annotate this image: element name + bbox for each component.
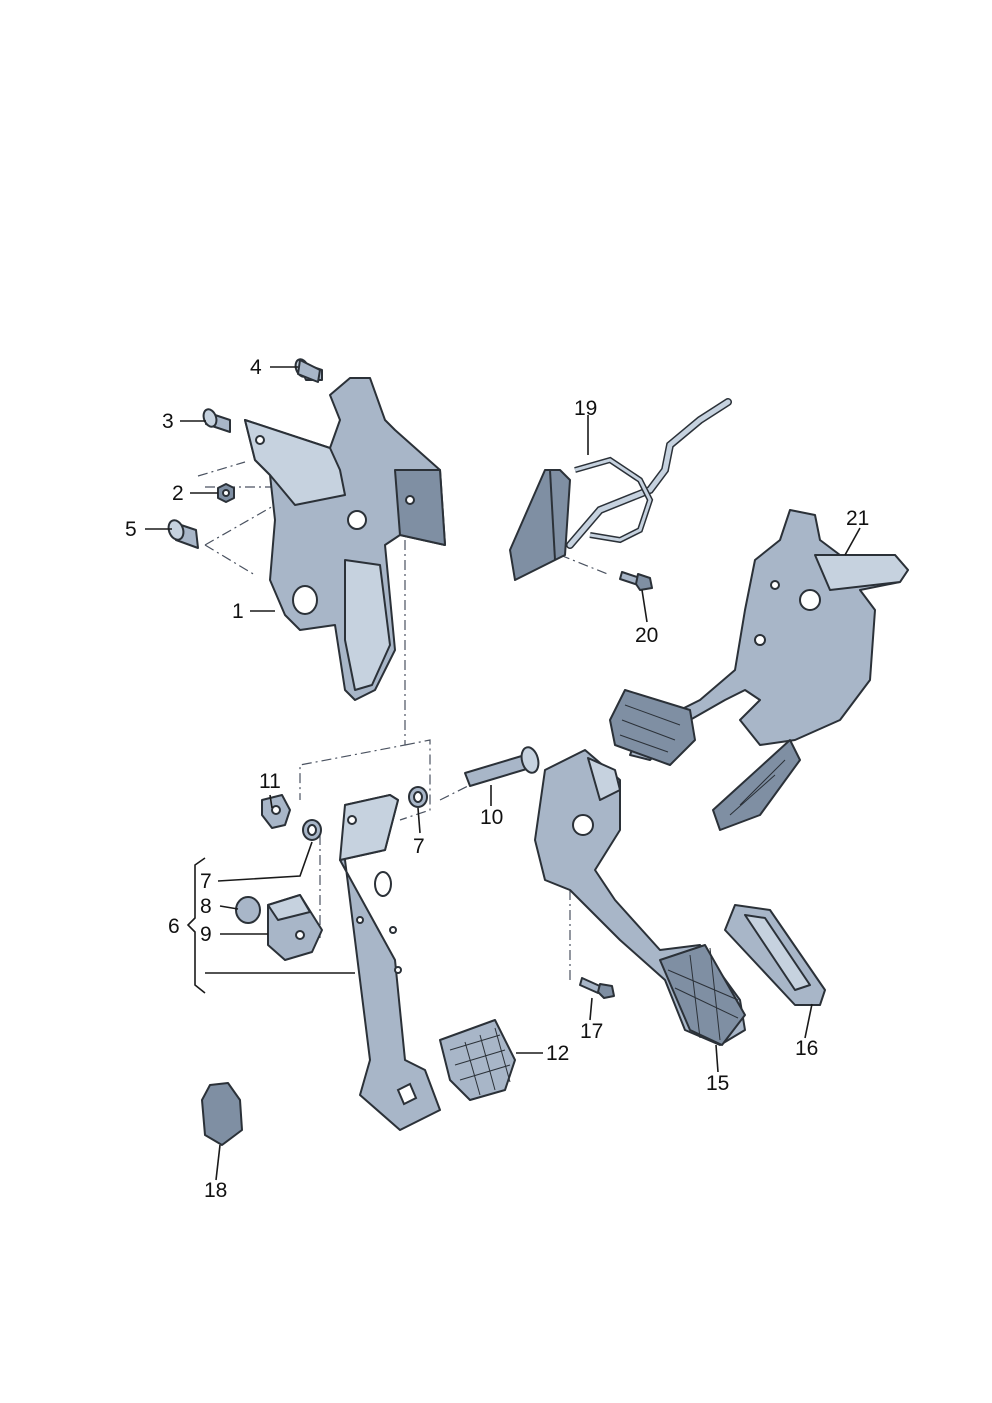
callout-17: 17 <box>580 1020 603 1043</box>
brake-pedal-icon[interactable] <box>534 749 746 1046</box>
callout-5: 5 <box>125 518 137 541</box>
switch-icon[interactable] <box>267 894 323 961</box>
pedal-cluster-icon[interactable] <box>609 509 909 831</box>
callout-20: 20 <box>635 624 658 647</box>
cap-icon[interactable] <box>235 896 261 924</box>
callout-10: 10 <box>480 806 503 829</box>
pedal-bracket-icon[interactable] <box>244 377 446 701</box>
callout-labels: 4 3 2 5 1 19 21 20 11 7 10 7 8 6 9 12 17… <box>125 356 869 1202</box>
bushing-icon[interactable] <box>408 786 428 808</box>
clip-icon[interactable] <box>261 794 291 829</box>
pin-icon[interactable] <box>464 745 541 787</box>
callout-7: 7 <box>200 870 212 893</box>
callout-1: 1 <box>232 600 244 623</box>
callout-11: 11 <box>259 770 281 793</box>
cap-icon[interactable] <box>201 1082 243 1146</box>
pedal-pad-icon[interactable] <box>439 1019 516 1101</box>
leader-lines <box>145 366 861 1181</box>
clutch-pedal-icon[interactable] <box>339 794 441 1131</box>
bushing-icon[interactable] <box>302 819 322 841</box>
bushing-icon[interactable] <box>293 357 323 383</box>
bolt-icon[interactable] <box>579 977 615 999</box>
callout-18: 18 <box>204 1179 227 1202</box>
callout-16: 16 <box>795 1037 818 1060</box>
bolt-icon[interactable] <box>619 571 653 591</box>
callout-12: 12 <box>546 1042 569 1065</box>
callout-7: 7 <box>413 835 425 858</box>
callout-2: 2 <box>172 482 184 505</box>
callout-19: 19 <box>574 397 597 420</box>
callout-9: 9 <box>200 923 212 946</box>
callout-3: 3 <box>162 410 174 433</box>
nut-icon[interactable] <box>217 483 235 503</box>
clip-holder-icon[interactable] <box>509 398 732 581</box>
callout-8: 8 <box>200 895 212 918</box>
bushing-icon[interactable] <box>166 518 199 549</box>
pedal-pad-icon[interactable] <box>724 904 826 1006</box>
callout-15: 15 <box>706 1072 729 1095</box>
callout-21: 21 <box>846 507 869 530</box>
callout-4: 4 <box>250 356 262 379</box>
bushing-icon[interactable] <box>201 407 231 433</box>
callout-6: 6 <box>168 915 180 938</box>
